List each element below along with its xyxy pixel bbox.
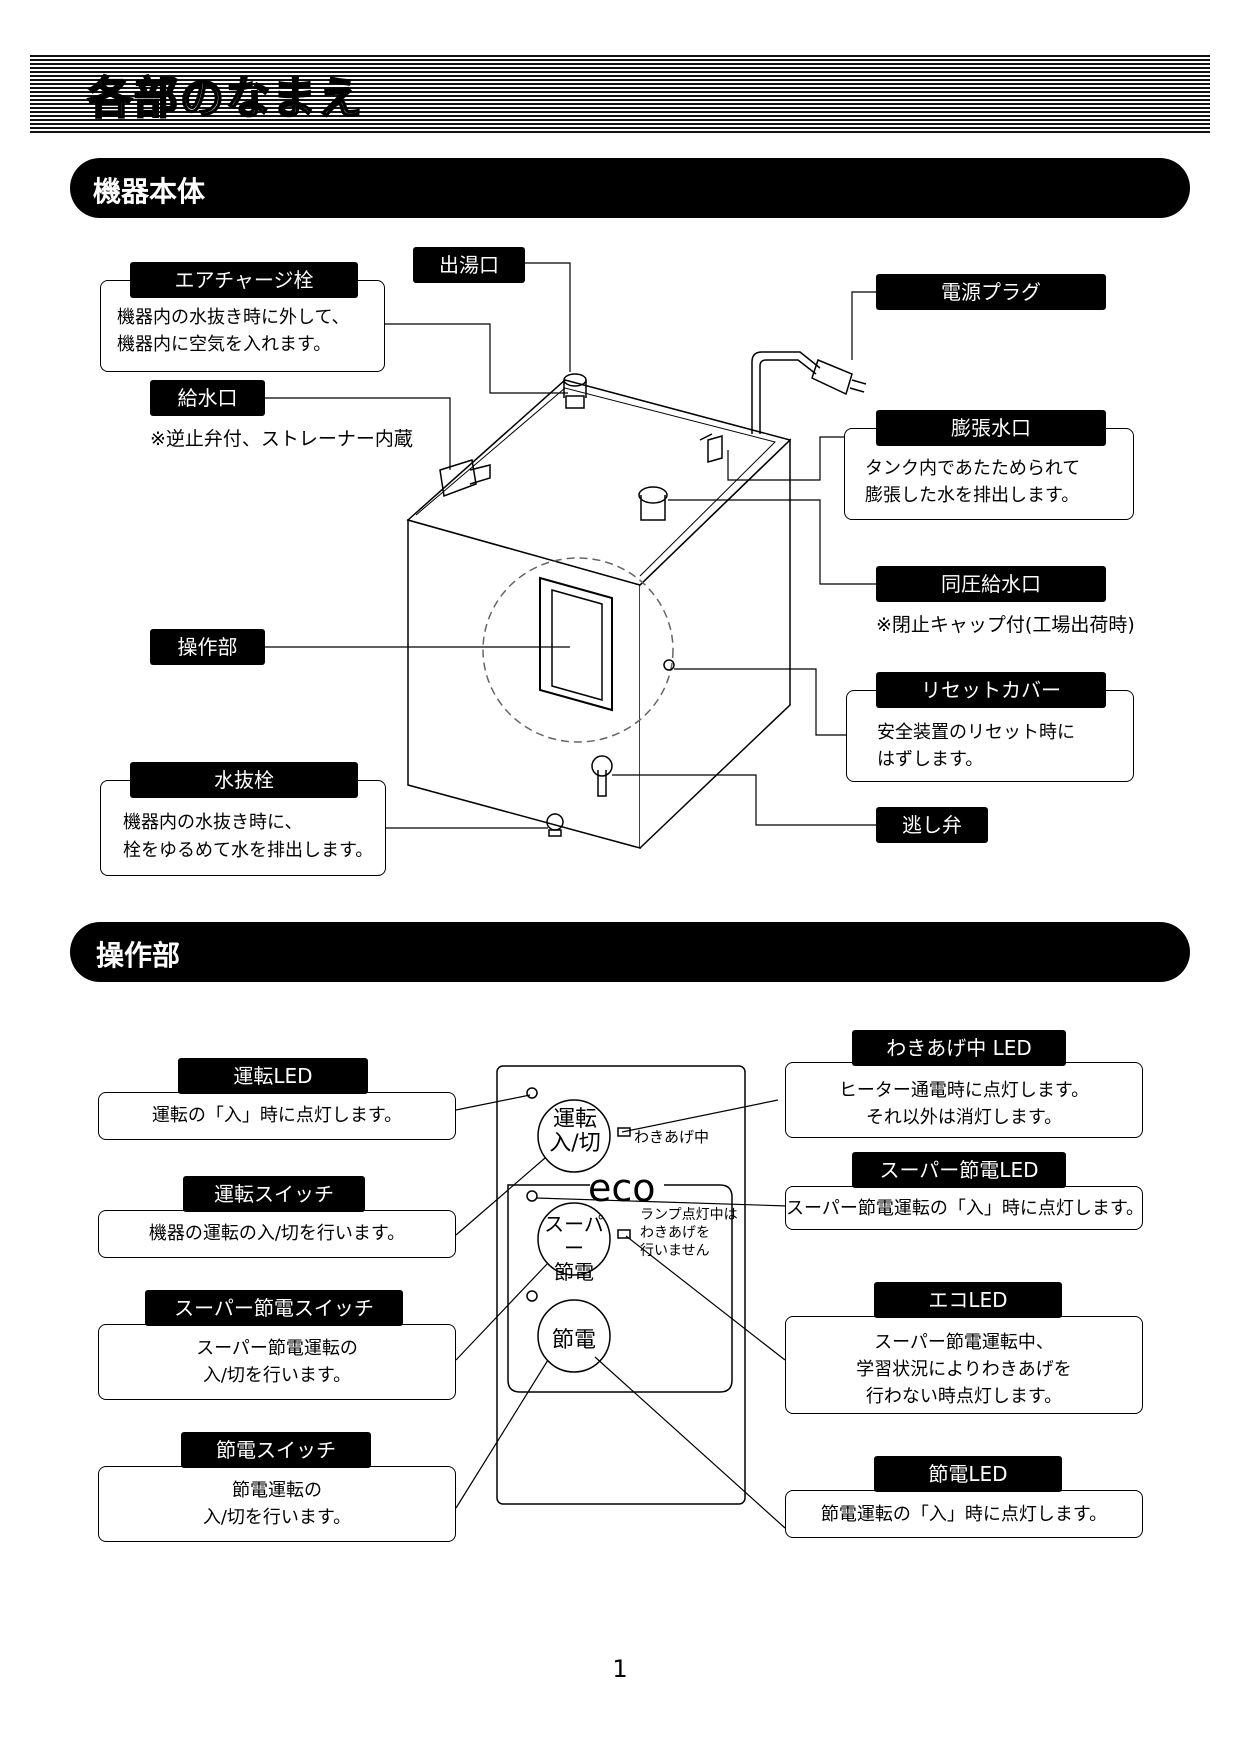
eco-logo: eco: [588, 1166, 656, 1210]
lamp-note-3: 行いません: [640, 1243, 710, 1259]
section-bar-panel: [70, 922, 1190, 982]
reset-cover-desc-1: 安全装置のリセット時に: [877, 722, 1075, 743]
relief-valve-label: 逃し弁: [876, 807, 988, 843]
eco-led-desc-1: スーパー節電運転中、: [874, 1332, 1054, 1353]
eco-led-callout: スーパー節電運転中、 学習状況によりわきあげを 行わない時点灯します。: [785, 1316, 1143, 1414]
super-led-callout: スーパー節電運転の「入」時に点灯します。: [785, 1186, 1145, 1230]
run-switch-desc: 機器の運転の入/切を行います。: [148, 1223, 406, 1244]
super-save-text-1: スーパー: [544, 1212, 604, 1260]
expansion-outlet-label: 膨張水口: [876, 410, 1106, 446]
expansion-desc-2: 膨張した水を排出します。: [865, 485, 1080, 506]
same-pressure-inlet-label: 同圧給水口: [876, 566, 1106, 602]
power-plug-label: 電源プラグ: [876, 274, 1106, 310]
lamp-note: ランプ点灯中は わきあげを 行いません: [640, 1206, 738, 1260]
lamp-note-2: わきあげを: [640, 1225, 710, 1241]
boil-led-desc-2: それ以外は消灯します。: [865, 1107, 1063, 1128]
expansion-desc-1: タンク内であたためられて: [865, 458, 1081, 479]
run-switch-text-1: 運転: [552, 1107, 597, 1132]
save-led-callout: 節電運転の「入」時に点灯します。: [785, 1490, 1143, 1538]
save-led-label: 節電LED: [874, 1456, 1062, 1492]
reset-cover-label: リセットカバー: [876, 672, 1106, 708]
drain-plug-desc-1: 機器内の水抜き時に、: [123, 812, 303, 833]
drain-plug-desc-2: 栓をゆるめて水を排出します。: [123, 840, 374, 861]
super-switch-label: スーパー節電スイッチ: [145, 1290, 403, 1326]
run-led-label: 運転LED: [178, 1058, 368, 1094]
title-band: [30, 55, 1210, 133]
save-switch-button[interactable]: 節電: [551, 1328, 596, 1353]
run-switch-button[interactable]: 運転 入/切: [540, 1108, 610, 1156]
water-inlet-label: 給水口: [150, 380, 265, 416]
boil-led-label: わきあげ中 LED: [852, 1030, 1066, 1066]
super-save-switch-button[interactable]: スーパー 節電: [538, 1212, 610, 1284]
save-switch-callout: 節電運転の 入/切を行います。: [98, 1466, 456, 1542]
reset-cover-desc-2: はずします。: [877, 749, 984, 770]
same-pressure-inlet-note: ※閉止キャップ付(工場出荷時): [876, 614, 1135, 636]
control-panel-diagram: [455, 1065, 789, 1529]
super-save-text-2: 節電: [554, 1260, 594, 1284]
run-switch-label: 運転スイッチ: [183, 1176, 365, 1212]
run-switch-text-2: 入/切: [549, 1131, 601, 1156]
section-bar-body: [70, 158, 1190, 218]
section-heading-panel: 操作部: [96, 939, 181, 972]
drain-plug-label: 水抜栓: [130, 762, 358, 798]
boil-led-desc-1: ヒーター通電時に点灯します。: [838, 1080, 1090, 1101]
water-heater-illustration: [265, 262, 876, 849]
save-switch-desc-1: 節電運転の: [232, 1480, 322, 1501]
super-switch-desc-1: スーパー節電運転の: [196, 1338, 358, 1359]
eco-led-desc-2: 学習状況によりわきあげを: [856, 1359, 1072, 1380]
super-led-label: スーパー節電LED: [852, 1152, 1066, 1188]
air-charge-desc-2: 機器内に空気を入れます。: [117, 334, 332, 355]
super-switch-desc-2: 入/切を行います。: [202, 1365, 352, 1386]
super-led-desc: スーパー節電運転の「入」時に点灯します。: [786, 1198, 1145, 1219]
air-charge-label: エアチャージ栓: [130, 262, 358, 298]
save-switch-desc-2: 入/切を行います。: [202, 1507, 352, 1528]
run-led-callout: 運転の「入」時に点灯します。: [98, 1092, 456, 1140]
page-number: 1: [612, 1655, 628, 1683]
page-title: 各部のなまえ: [87, 72, 364, 125]
run-switch-callout: 機器の運転の入/切を行います。: [98, 1210, 456, 1258]
super-switch-callout: スーパー節電運転の 入/切を行います。: [98, 1324, 456, 1400]
section-heading-body: 機器本体: [93, 175, 206, 208]
save-switch-label: 節電スイッチ: [181, 1432, 371, 1468]
hot-outlet-label: 出湯口: [413, 247, 525, 283]
run-led-desc: 運転の「入」時に点灯します。: [151, 1105, 403, 1126]
save-led-desc: 節電運転の「入」時に点灯します。: [820, 1504, 1108, 1525]
lamp-note-1: ランプ点灯中は: [640, 1207, 738, 1223]
air-charge-desc-1: 機器内の水抜き時に外して、: [117, 307, 350, 328]
control-panel-label: 操作部: [150, 629, 265, 665]
eco-led-label: エコLED: [874, 1282, 1062, 1318]
eco-led-desc-3: 行わない時点灯します。: [865, 1386, 1063, 1407]
boil-led-callout: ヒーター通電時に点灯します。 それ以外は消灯します。: [785, 1062, 1143, 1138]
boil-indicator-text: わきあげ中: [634, 1128, 710, 1146]
water-inlet-note: ※逆止弁付、ストレーナー内蔵: [150, 428, 413, 450]
